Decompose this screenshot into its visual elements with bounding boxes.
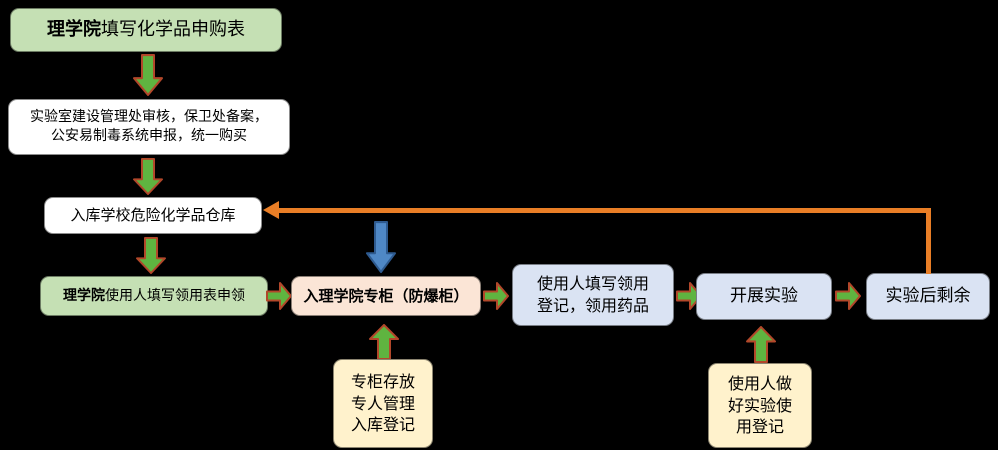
step-register-line2: 登记，领用药品: [536, 296, 649, 315]
step-apply-label: 理学院填写化学品申购表: [47, 18, 245, 40]
orange-return-connector-vertical: [926, 208, 931, 274]
arrow-down-1: [133, 54, 163, 96]
note-usage-box: 使用人做 好实验使 用登记: [708, 363, 812, 448]
note-cabinet-line2: 专人管理: [350, 393, 415, 413]
arrow-blue-down-to-cabinet: [366, 221, 396, 273]
step-request-box: 理学院使用人填写领用表申领: [40, 276, 268, 316]
arrow-right-2: [483, 282, 509, 310]
note-usage-line1: 使用人做: [727, 374, 792, 394]
step-register-line1: 使用人填写领用: [536, 274, 649, 294]
step-cabinet-box: 入理学院专柜（防爆柜）: [291, 276, 481, 316]
note-cabinet-box: 专柜存放 专人管理 入库登记: [333, 359, 433, 448]
step-apply-box: 理学院填写化学品申购表: [10, 8, 282, 52]
arrow-up-cabinet-note: [369, 324, 399, 360]
arrow-right-1: [266, 282, 292, 310]
arrow-right-4: [835, 282, 861, 310]
arrow-down-3: [136, 237, 166, 274]
step-leftover-box: 实验后剩余: [866, 273, 990, 320]
orange-return-connector-horizontal: [278, 208, 931, 213]
note-usage-line3: 用登记: [735, 417, 784, 437]
note-cabinet-line1: 专柜存放: [350, 372, 415, 392]
arrow-right-3: [676, 282, 702, 310]
note-usage-line2: 好实验使: [727, 395, 792, 415]
note-cabinet-line3: 入库登记: [350, 415, 415, 435]
step-review-line1: 实验室建设管理处审核，保卫处备案，: [30, 109, 268, 126]
step-cabinet-label: 入理学院专柜（防爆柜）: [303, 286, 469, 305]
arrow-up-usage-note: [746, 326, 776, 363]
arrow-down-2: [133, 158, 163, 195]
step-leftover-label: 实验后剩余: [885, 286, 971, 307]
step-experiment-box: 开展实验: [696, 273, 832, 320]
step-warehouse-box: 入库学校危险化学品仓库: [44, 197, 262, 234]
step-register-box: 使用人填写领用 登记，领用药品: [512, 264, 674, 326]
step-warehouse-label: 入库学校危险化学品仓库: [70, 206, 236, 225]
step-request-label: 理学院使用人填写领用表申领: [63, 287, 245, 304]
step-experiment-label: 开展实验: [730, 286, 798, 307]
orange-return-arrowhead: [263, 201, 279, 219]
step-review-box: 实验室建设管理处审核，保卫处备案， 公安易制毒系统申报，统一购买: [8, 99, 290, 155]
step-review-line2: 公安易制毒系统申报，统一购买: [51, 128, 247, 144]
